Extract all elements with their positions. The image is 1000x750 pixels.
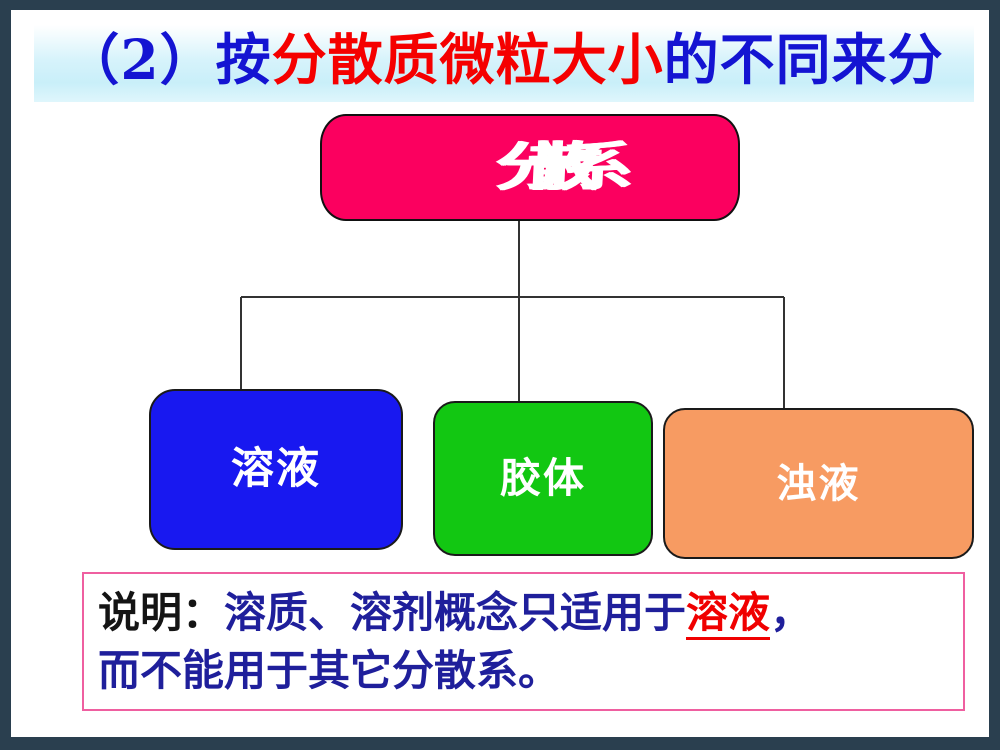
node-colloid[interactable]: 胶体	[433, 401, 653, 556]
node-dispersion-system-label: 分散系	[493, 136, 595, 199]
node-dispersion-system[interactable]: 分散系	[320, 114, 740, 221]
page-title: （2）按分散质微粒大小的不同来分	[34, 17, 974, 103]
node-solution[interactable]: 溶液	[149, 389, 403, 550]
explanation-box: 说明：溶质、溶剂概念只适用于溶液， 而不能用于其它分散系。	[82, 572, 965, 711]
explanation-highlight: 溶液	[686, 588, 771, 640]
explanation-suffix: ，	[770, 588, 813, 637]
title-segment-1: （2）按	[64, 27, 272, 92]
node-colloid-label: 胶体	[500, 454, 586, 502]
explanation-line-1: 说明：溶质、溶剂概念只适用于溶液，	[98, 584, 957, 642]
explanation-body: 溶质、溶剂概念只适用于	[224, 588, 687, 637]
explanation-line-2: 而不能用于其它分散系。	[98, 642, 957, 700]
node-turbid-liquid[interactable]: 浊液	[663, 408, 974, 559]
slide-canvas: （2）按分散质微粒大小的不同来分 分散系 溶液 胶体 浊液	[11, 10, 989, 737]
title-banner: （2）按分散质微粒大小的不同来分	[34, 25, 974, 102]
title-segment-2: 分散质微粒大小	[271, 27, 664, 92]
node-turbid-liquid-label: 浊液	[776, 459, 861, 507]
node-solution-label: 溶液	[231, 444, 321, 494]
title-segment-3: 的不同来分	[663, 27, 944, 92]
explanation-line-2-text: 而不能用于其它分散系。	[98, 646, 561, 695]
explanation-prefix: 说明：	[98, 588, 225, 637]
